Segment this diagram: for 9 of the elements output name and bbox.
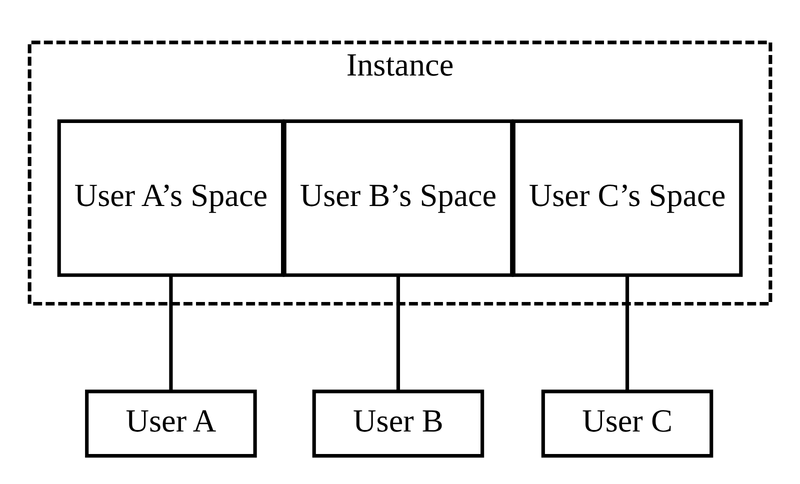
- connector: [625, 276, 630, 391]
- node-box: User C’s Space: [512, 119, 743, 277]
- node-box: User B’s Space: [282, 119, 514, 277]
- connector: [169, 276, 173, 391]
- node-box: User A: [85, 390, 257, 458]
- node-box: User A’s Space: [57, 119, 285, 277]
- node-box: User B: [312, 390, 484, 458]
- node-box: User C: [541, 390, 714, 458]
- connector: [396, 276, 400, 391]
